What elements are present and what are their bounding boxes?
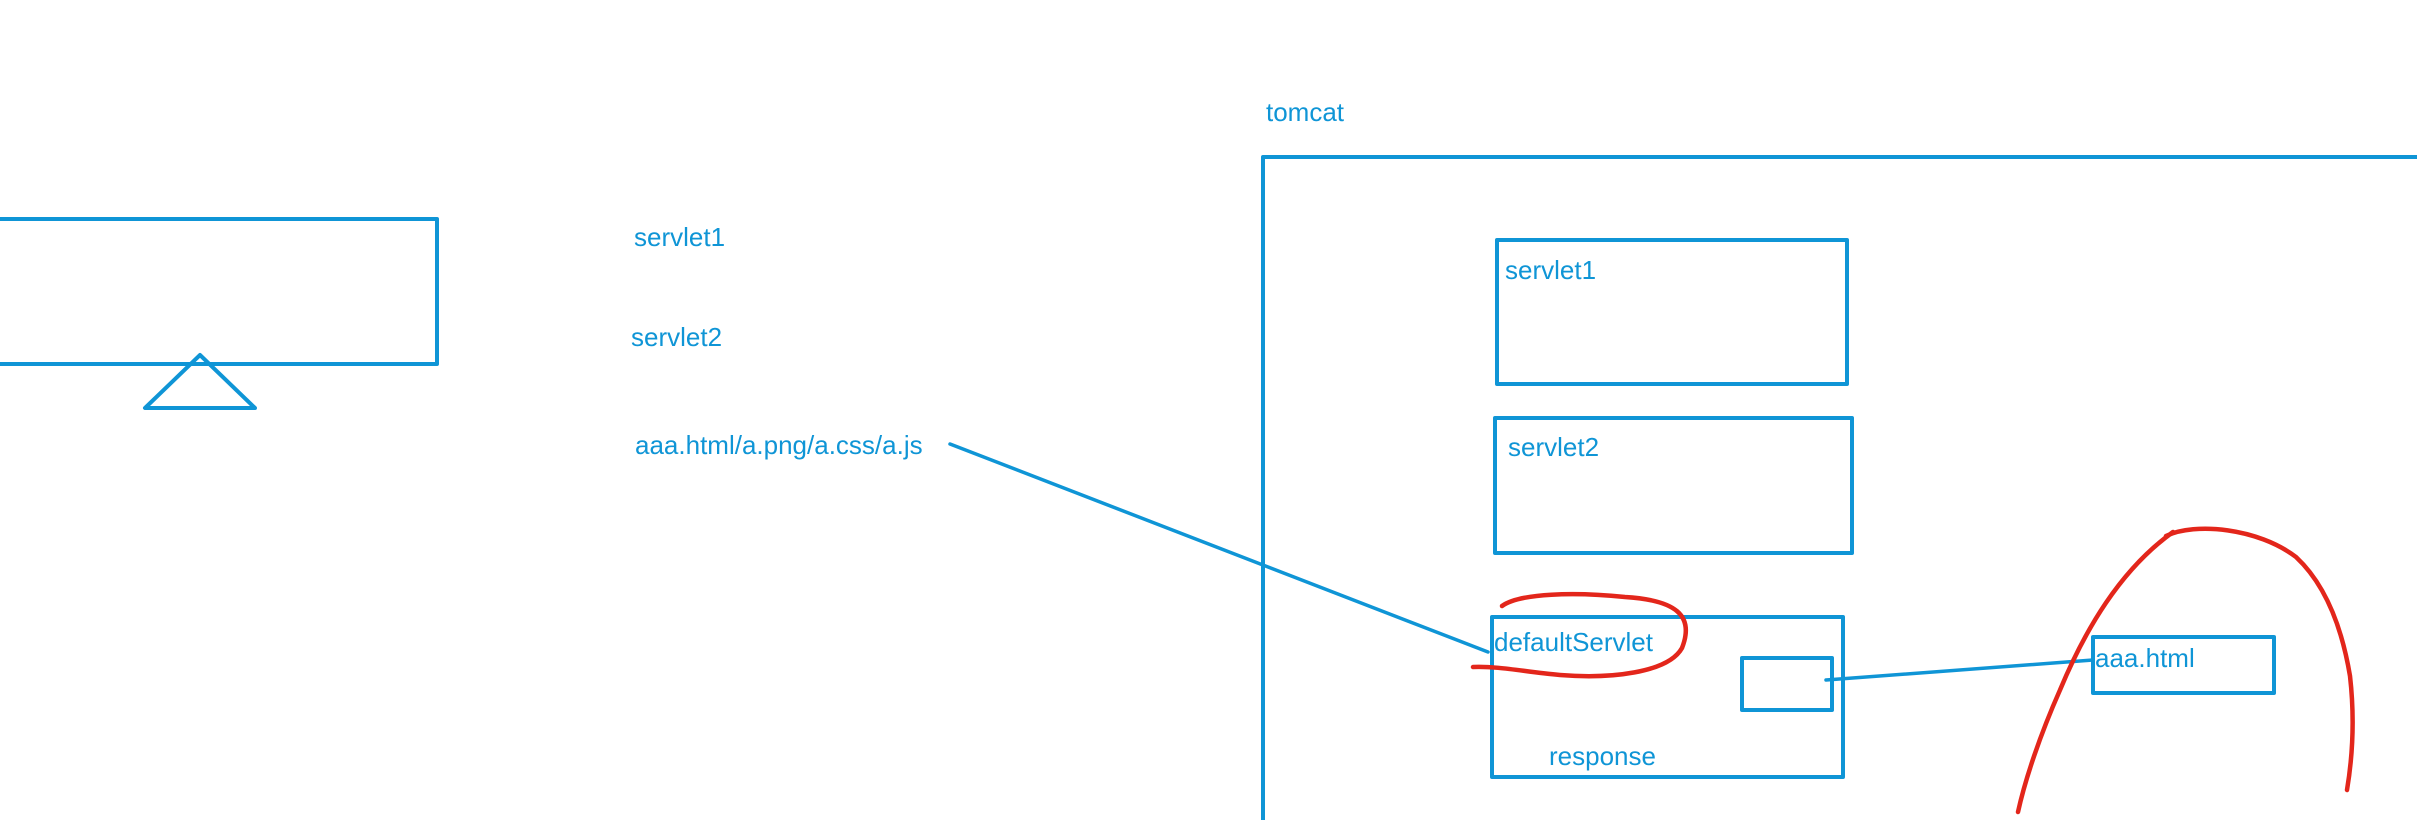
response-label: response <box>1549 741 1656 771</box>
static-request-line <box>948 442 1490 654</box>
inner-box-to-file-line <box>1824 658 2095 682</box>
client-static-resources-label: aaa.html/a.png/a.css/a.js <box>635 430 923 460</box>
client-servlet1-label: servlet1 <box>634 222 726 252</box>
aaa-html-box <box>2091 635 2276 695</box>
tomcat-container <box>1261 155 2417 820</box>
servlet1-box <box>1495 238 1849 386</box>
servlet1-box-label: servlet1 <box>1505 255 1597 285</box>
aaa-html-label: aaa.html <box>2095 643 2195 673</box>
default-servlet-label: defaultServlet <box>1494 627 1653 657</box>
servlet2-box-label: servlet2 <box>1508 432 1600 462</box>
file-region-highlight <box>2015 526 2355 815</box>
default-servlet-inner-box <box>1740 656 1834 712</box>
tomcat-label: tomcat <box>1266 97 1345 127</box>
servlet2-box <box>1493 416 1854 555</box>
client-monitor-screen <box>0 217 439 366</box>
client-monitor-stand <box>143 353 257 410</box>
default-servlet-box <box>1490 615 1845 779</box>
client-servlet2-label: servlet2 <box>631 322 723 352</box>
default-servlet-highlight <box>1470 591 1689 679</box>
